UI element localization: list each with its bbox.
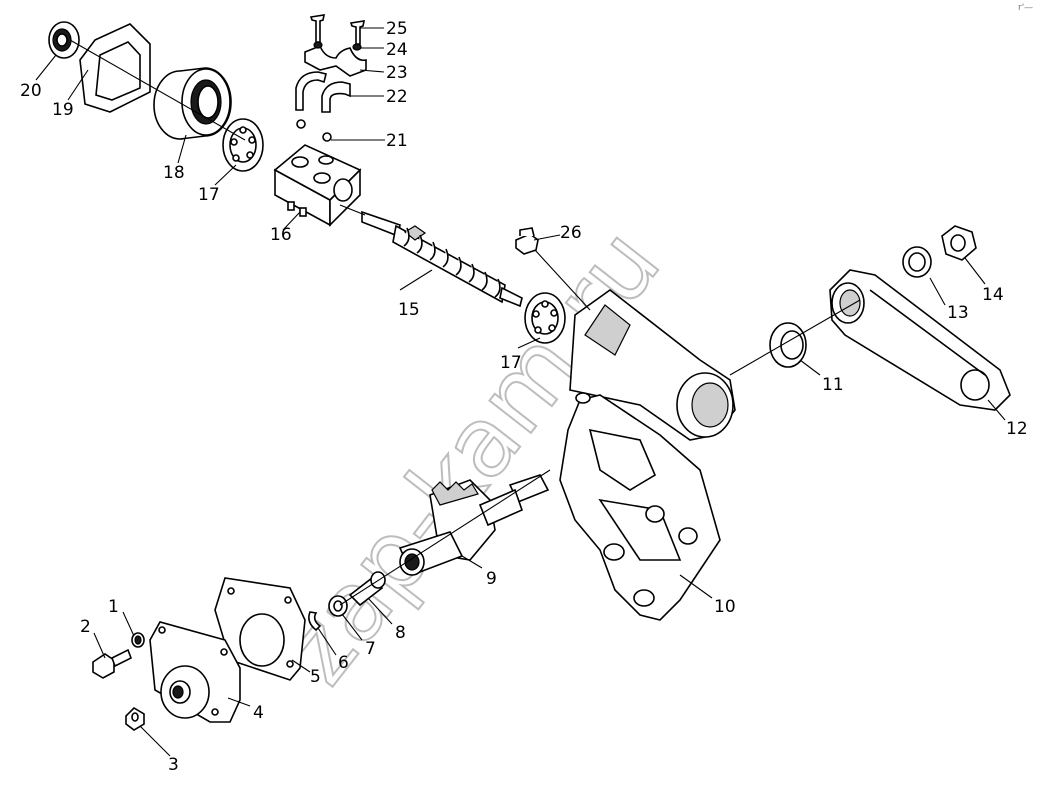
part-washers-screws (309, 14, 366, 51)
callout-13: 13 (947, 303, 969, 323)
part-pitman-arm-nut (941, 225, 977, 261)
callout-1: 1 (108, 597, 119, 617)
part-ball-bearing-top (222, 118, 264, 172)
callout-22: 22 (386, 87, 408, 107)
part-side-cover-gasket (214, 577, 306, 681)
part-steering-gear-housing (559, 289, 736, 621)
part-circlip (308, 611, 322, 632)
part-ball-nut (273, 144, 362, 227)
part-sector-shaft (398, 474, 550, 577)
callout-17-bottom: 17 (500, 353, 522, 373)
part-bearing-cup (153, 67, 232, 140)
part-filler-plug (515, 227, 539, 255)
part-pitman-arm (829, 269, 1011, 411)
part-lock-washer (902, 246, 932, 278)
callout-4: 4 (253, 703, 264, 723)
callout-20: 20 (20, 81, 42, 101)
part-ball-guides (295, 71, 351, 113)
callout-10: 10 (714, 597, 736, 617)
leader-lines (35, 27, 1006, 757)
callout-8: 8 (395, 623, 406, 643)
part-ball-bearing-lower (524, 292, 566, 344)
callout-7: 7 (365, 639, 376, 659)
callout-11: 11 (822, 375, 844, 395)
callout-numbers: 1 2 3 4 5 6 7 8 9 10 11 12 13 14 15 16 1… (20, 19, 1028, 775)
part-shim-washer (328, 595, 348, 617)
callout-23: 23 (386, 63, 408, 83)
part-guide-clamp (304, 44, 367, 77)
callout-17-top: 17 (198, 185, 220, 205)
callout-12: 12 (1006, 419, 1028, 439)
callout-5: 5 (310, 667, 321, 687)
callout-6: 6 (338, 653, 349, 673)
part-bolt-washer-nut (92, 632, 145, 731)
callout-9: 9 (486, 569, 497, 589)
callout-3: 3 (168, 755, 179, 775)
callout-15: 15 (398, 300, 420, 320)
assembly-axis-lines (69, 39, 861, 606)
callout-18: 18 (163, 163, 185, 183)
part-side-cover (149, 621, 241, 723)
callout-24: 24 (386, 40, 408, 60)
callout-19: 19 (52, 100, 74, 120)
callout-16: 16 (270, 225, 292, 245)
part-gasket-large (79, 23, 151, 113)
part-balls (296, 119, 332, 142)
callout-2: 2 (80, 617, 91, 637)
callout-14: 14 (982, 285, 1004, 305)
callout-26: 26 (560, 223, 582, 243)
part-oil-seal (48, 21, 80, 59)
callout-21: 21 (386, 131, 408, 151)
callout-25: 25 (386, 19, 408, 39)
part-worm-shaft (361, 210, 523, 308)
corner-mark: r'— (1018, 3, 1033, 13)
